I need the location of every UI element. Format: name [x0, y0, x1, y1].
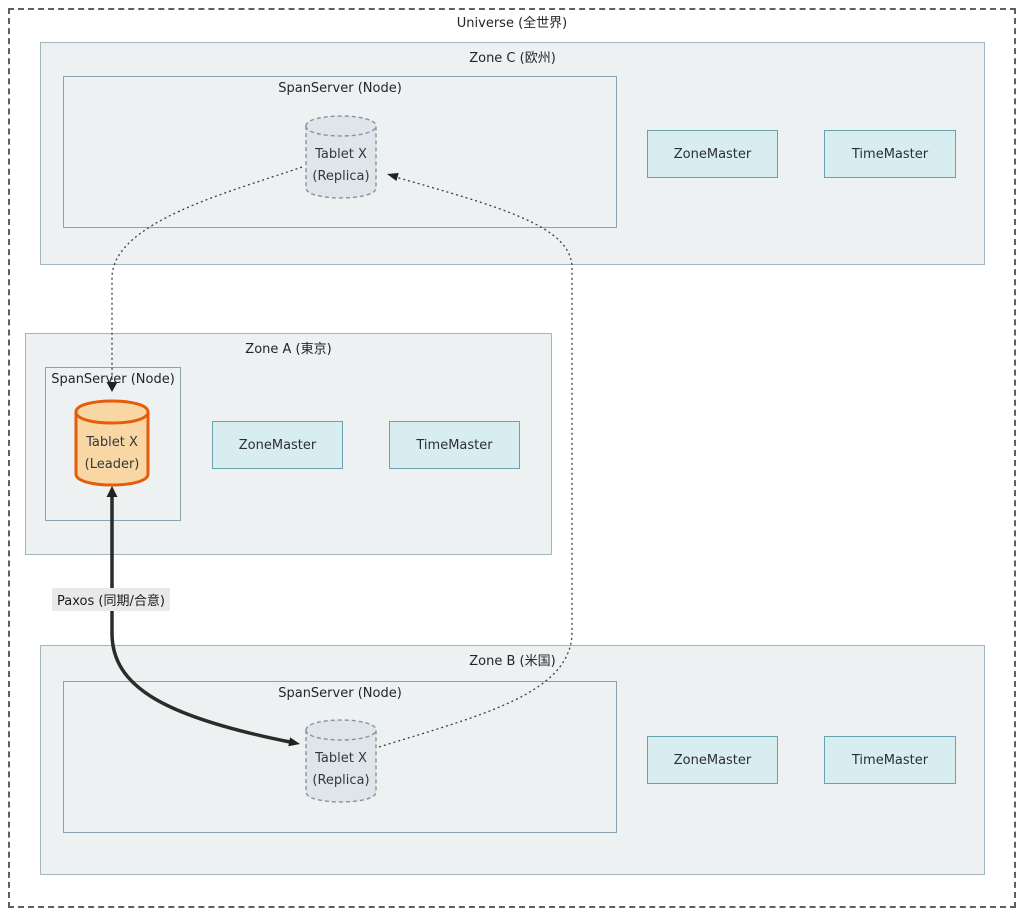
universe-box: Universe (全世界)	[8, 8, 1016, 908]
database-cylinder-icon	[74, 399, 150, 487]
zonemaster-box-zone-b: ZoneMaster	[647, 736, 778, 784]
zonemaster-label-zone-b: ZoneMaster	[673, 752, 752, 768]
spanserver-title-zone-c: SpanServer (Node)	[278, 81, 402, 96]
zone-b-title: Zone B (米国)	[469, 654, 556, 669]
zone-c-box: Zone C (欧州) SpanServer (Node) ZoneMaster…	[40, 42, 985, 265]
zone-b-box: Zone B (米国) SpanServer (Node) ZoneMaster…	[40, 645, 985, 875]
zonemaster-box-zone-a: ZoneMaster	[212, 421, 343, 469]
spanserver-title-zone-b: SpanServer (Node)	[278, 686, 402, 701]
tablet-replica-zone-c: Tablet X (Replica)	[303, 112, 379, 202]
zonemaster-label-zone-a: ZoneMaster	[238, 437, 317, 453]
timemaster-label-zone-b: TimeMaster	[851, 752, 929, 768]
zone-c-title: Zone C (欧州)	[469, 51, 556, 66]
tablet-leader-zone-a: Tablet X (Leader)	[72, 396, 152, 490]
database-cylinder-icon	[305, 719, 377, 803]
tablet-replica-label-zone-c: Tablet X (Replica)	[303, 144, 379, 188]
tablet-name: Tablet X	[315, 751, 367, 766]
tablet-name: Tablet X	[315, 147, 367, 162]
timemaster-box-zone-a: TimeMaster	[389, 421, 520, 469]
timemaster-box-zone-c: TimeMaster	[824, 130, 956, 178]
tablet-name: Tablet X	[86, 435, 138, 450]
zonemaster-label-zone-c: ZoneMaster	[673, 146, 752, 162]
tablet-role: (Leader)	[84, 457, 140, 472]
timemaster-label-zone-a: TimeMaster	[416, 437, 493, 453]
tablet-role: (Replica)	[312, 773, 370, 788]
universe-title: Universe (全世界)	[456, 16, 568, 31]
tablet-replica-label-zone-b: Tablet X (Replica)	[303, 748, 379, 792]
tablet-replica-zone-b: Tablet X (Replica)	[303, 716, 379, 806]
tablet-role: (Replica)	[312, 169, 370, 184]
zone-a-title: Zone A (東京)	[245, 342, 332, 357]
timemaster-box-zone-b: TimeMaster	[824, 736, 956, 784]
spanserver-box-zone-b: SpanServer (Node)	[63, 681, 617, 833]
database-cylinder-icon	[305, 115, 377, 199]
spanserver-box-zone-c: SpanServer (Node)	[63, 76, 617, 228]
paxos-label: Paxos (同期/合意)	[52, 588, 170, 611]
spanserver-title-zone-a: SpanServer (Node)	[51, 372, 175, 387]
timemaster-label-zone-c: TimeMaster	[851, 146, 929, 162]
tablet-leader-label-zone-a: Tablet X (Leader)	[72, 432, 152, 476]
zonemaster-box-zone-c: ZoneMaster	[647, 130, 778, 178]
